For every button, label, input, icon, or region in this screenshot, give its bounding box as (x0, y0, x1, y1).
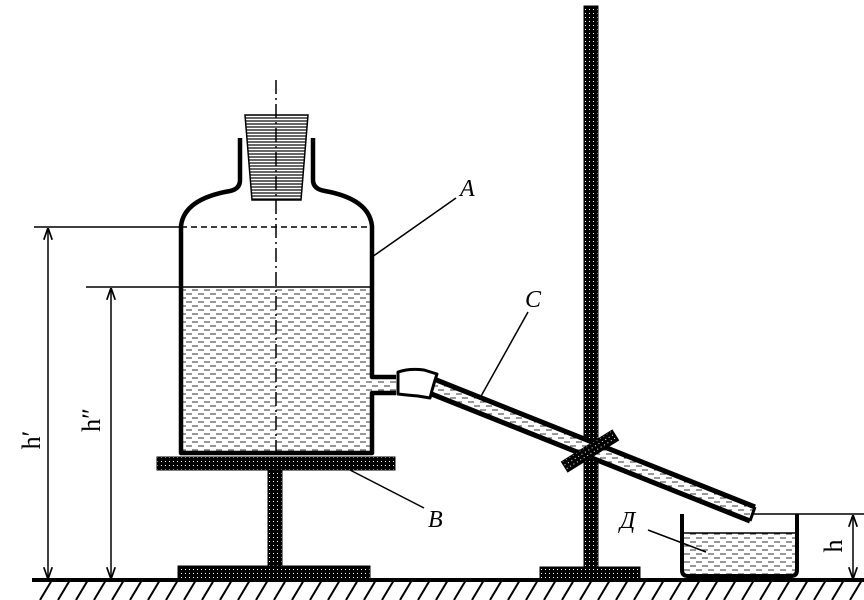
label-C: C (525, 287, 542, 313)
stand-leg (267, 469, 283, 567)
dish-water (684, 533, 795, 574)
label-h: h (819, 540, 848, 553)
stand-plate (156, 456, 396, 471)
dish-wall (680, 514, 799, 578)
flask-wall (178, 138, 396, 456)
clamp-bar (560, 429, 620, 473)
leader-D (647, 529, 707, 553)
bottle-stand (156, 456, 396, 581)
label-h-prime: h′ (17, 431, 46, 450)
rubber-connector (396, 367, 439, 400)
stand-base (177, 565, 371, 581)
leader-B (349, 469, 425, 509)
label-A: A (458, 176, 475, 202)
flask (178, 80, 396, 460)
label-B: B (428, 507, 443, 533)
leader-A (371, 197, 457, 258)
rod-base (539, 566, 641, 581)
floor-hatching (34, 580, 864, 600)
label-D: Д (618, 508, 637, 534)
rod (583, 5, 599, 568)
dish (680, 514, 799, 578)
rod-stand (539, 5, 641, 581)
floor (32, 578, 864, 600)
tube-clamp (560, 429, 620, 473)
outlet-water (372, 377, 396, 393)
leader-C (479, 311, 529, 399)
label-h-double-prime: h″ (77, 408, 106, 432)
